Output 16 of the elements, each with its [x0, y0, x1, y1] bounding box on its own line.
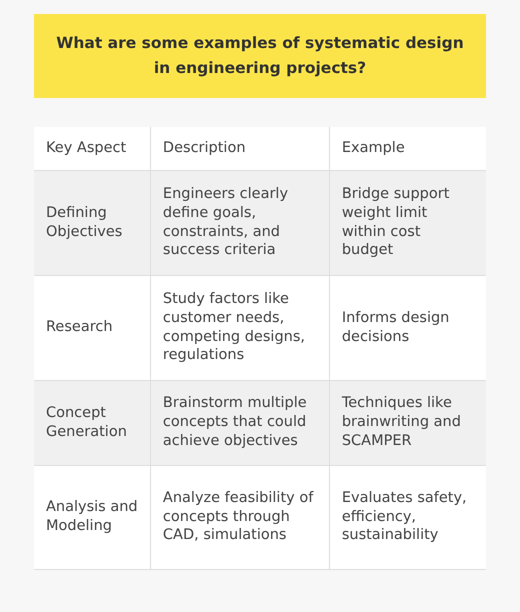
table-cell: Study factors like customer needs, competing designs, regulations [150, 275, 330, 380]
column-header: Example [329, 127, 486, 170]
table-cell: Informs design decisions [329, 275, 486, 380]
column-header: Description [150, 127, 330, 170]
table-cell: Brainstorm multiple concepts that could achieve objectives [150, 380, 330, 465]
table-cell: Analysis and Modeling [34, 465, 150, 569]
table-cell: Bridge support weight limit within cost budget [329, 170, 486, 275]
column-header: Key Aspect [34, 127, 150, 170]
table-cell: Concept Generation [34, 380, 150, 465]
title-banner: What are some examples of systematic design in engineering projects? [34, 14, 486, 98]
table-cell: Engineers clearly define goals, constraints, and success criteria [150, 170, 330, 275]
table-cell: Evaluates safety, efficiency, sustainability [329, 465, 486, 569]
table-cell: Analyze feasibility of concepts through CAD, simulations [150, 465, 330, 569]
table-cell: Defining Objectives [34, 170, 150, 275]
table-cell: Research [34, 275, 150, 380]
table-cell: Techniques like brainwriting and SCAMPER [329, 380, 486, 465]
